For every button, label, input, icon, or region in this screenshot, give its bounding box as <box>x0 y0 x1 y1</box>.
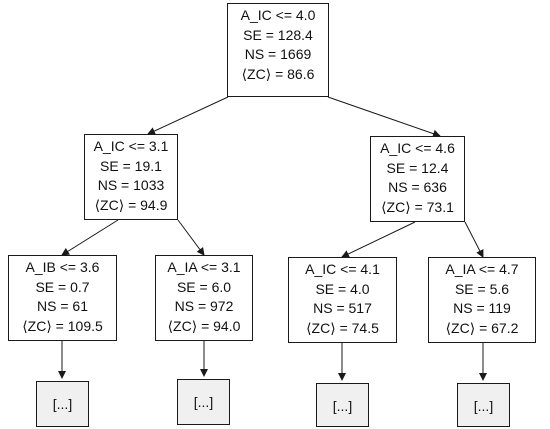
truncated-subtree: [...] <box>177 379 230 425</box>
tree-node-left-right: A_IA <= 3.1 SE = 6.0 NS = 972 ⟨ZC⟩ = 94.… <box>155 255 253 341</box>
truncated-subtree: [...] <box>36 381 89 427</box>
node-ns: NS = 636 <box>388 179 447 195</box>
node-split-rule: A_IC <= 4.1 <box>305 261 380 277</box>
node-ns: NS = 119 <box>453 300 511 316</box>
truncated-subtree: [...] <box>457 383 510 427</box>
node-ns: NS = 61 <box>37 298 88 314</box>
truncated-subtree: [...] <box>316 383 369 427</box>
node-se: SE = 128.4 <box>243 26 313 43</box>
node-zc: ⟨ZC⟩ = 73.1 <box>381 198 454 215</box>
edge-right-rightright <box>464 221 484 258</box>
node-se: SE = 12.4 <box>386 159 449 176</box>
edge-root-left <box>147 96 229 135</box>
node-split-rule: A_IA <= 4.7 <box>445 261 519 277</box>
tree-node-left-left: A_IB <= 3.6 SE = 0.7 NS = 61 ⟨ZC⟩ = 109.… <box>8 255 117 341</box>
node-split-rule: A_IB <= 3.6 <box>25 259 100 275</box>
node-split-rule: A_IC <= 3.1 <box>93 138 169 154</box>
node-zc: ⟨ZC⟩ = 86.6 <box>241 65 315 82</box>
edge-right-rightleft <box>341 221 416 258</box>
node-split-rule: A_IC <= 4.6 <box>380 140 455 156</box>
truncated-label: [...] <box>52 396 73 412</box>
node-zc: ⟨ZC⟩ = 94.9 <box>94 196 168 213</box>
node-zc: ⟨ZC⟩ = 74.5 <box>306 319 379 336</box>
node-split-rule: A_IA <= 3.1 <box>167 259 241 275</box>
edge-root-right <box>327 96 441 138</box>
truncated-label: [...] <box>193 394 214 410</box>
node-se: SE = 4.0 <box>315 280 370 297</box>
node-se: SE = 6.0 <box>176 278 232 295</box>
node-zc: ⟨ZC⟩ = 109.5 <box>22 317 103 334</box>
node-ns: NS = 1669 <box>244 46 312 62</box>
tree-node-right: A_IC <= 4.6 SE = 12.4 NS = 636 ⟨ZC⟩ = 73… <box>370 136 465 222</box>
node-split-rule: A_IC <= 4.0 <box>240 7 316 23</box>
tree-node-right-left: A_IC <= 4.1 SE = 4.0 NS = 517 ⟨ZC⟩ = 74.… <box>288 257 397 343</box>
node-ns: NS = 1033 <box>97 177 165 193</box>
node-se: SE = 0.7 <box>35 278 90 295</box>
node-se: SE = 5.6 <box>454 280 510 297</box>
tree-node-right-right: A_IA <= 4.7 SE = 5.6 NS = 119 ⟨ZC⟩ = 67.… <box>428 257 536 343</box>
tree-node-root: A_IC <= 4.0 SE = 128.4 NS = 1669 ⟨ZC⟩ = … <box>227 3 329 97</box>
node-zc: ⟨ZC⟩ = 67.2 <box>445 319 519 336</box>
edge-left-leftright <box>177 219 205 256</box>
tree-node-left: A_IC <= 3.1 SE = 19.1 NS = 1033 ⟨ZC⟩ = 9… <box>84 134 178 220</box>
node-ns: NS = 517 <box>313 300 372 316</box>
truncated-label: [...] <box>332 398 353 414</box>
node-ns: NS = 972 <box>174 298 234 314</box>
edge-left-leftleft <box>61 219 119 256</box>
truncated-label: [...] <box>473 398 494 414</box>
node-zc: ⟨ZC⟩ = 94.0 <box>167 317 241 334</box>
node-se: SE = 19.1 <box>100 157 162 174</box>
